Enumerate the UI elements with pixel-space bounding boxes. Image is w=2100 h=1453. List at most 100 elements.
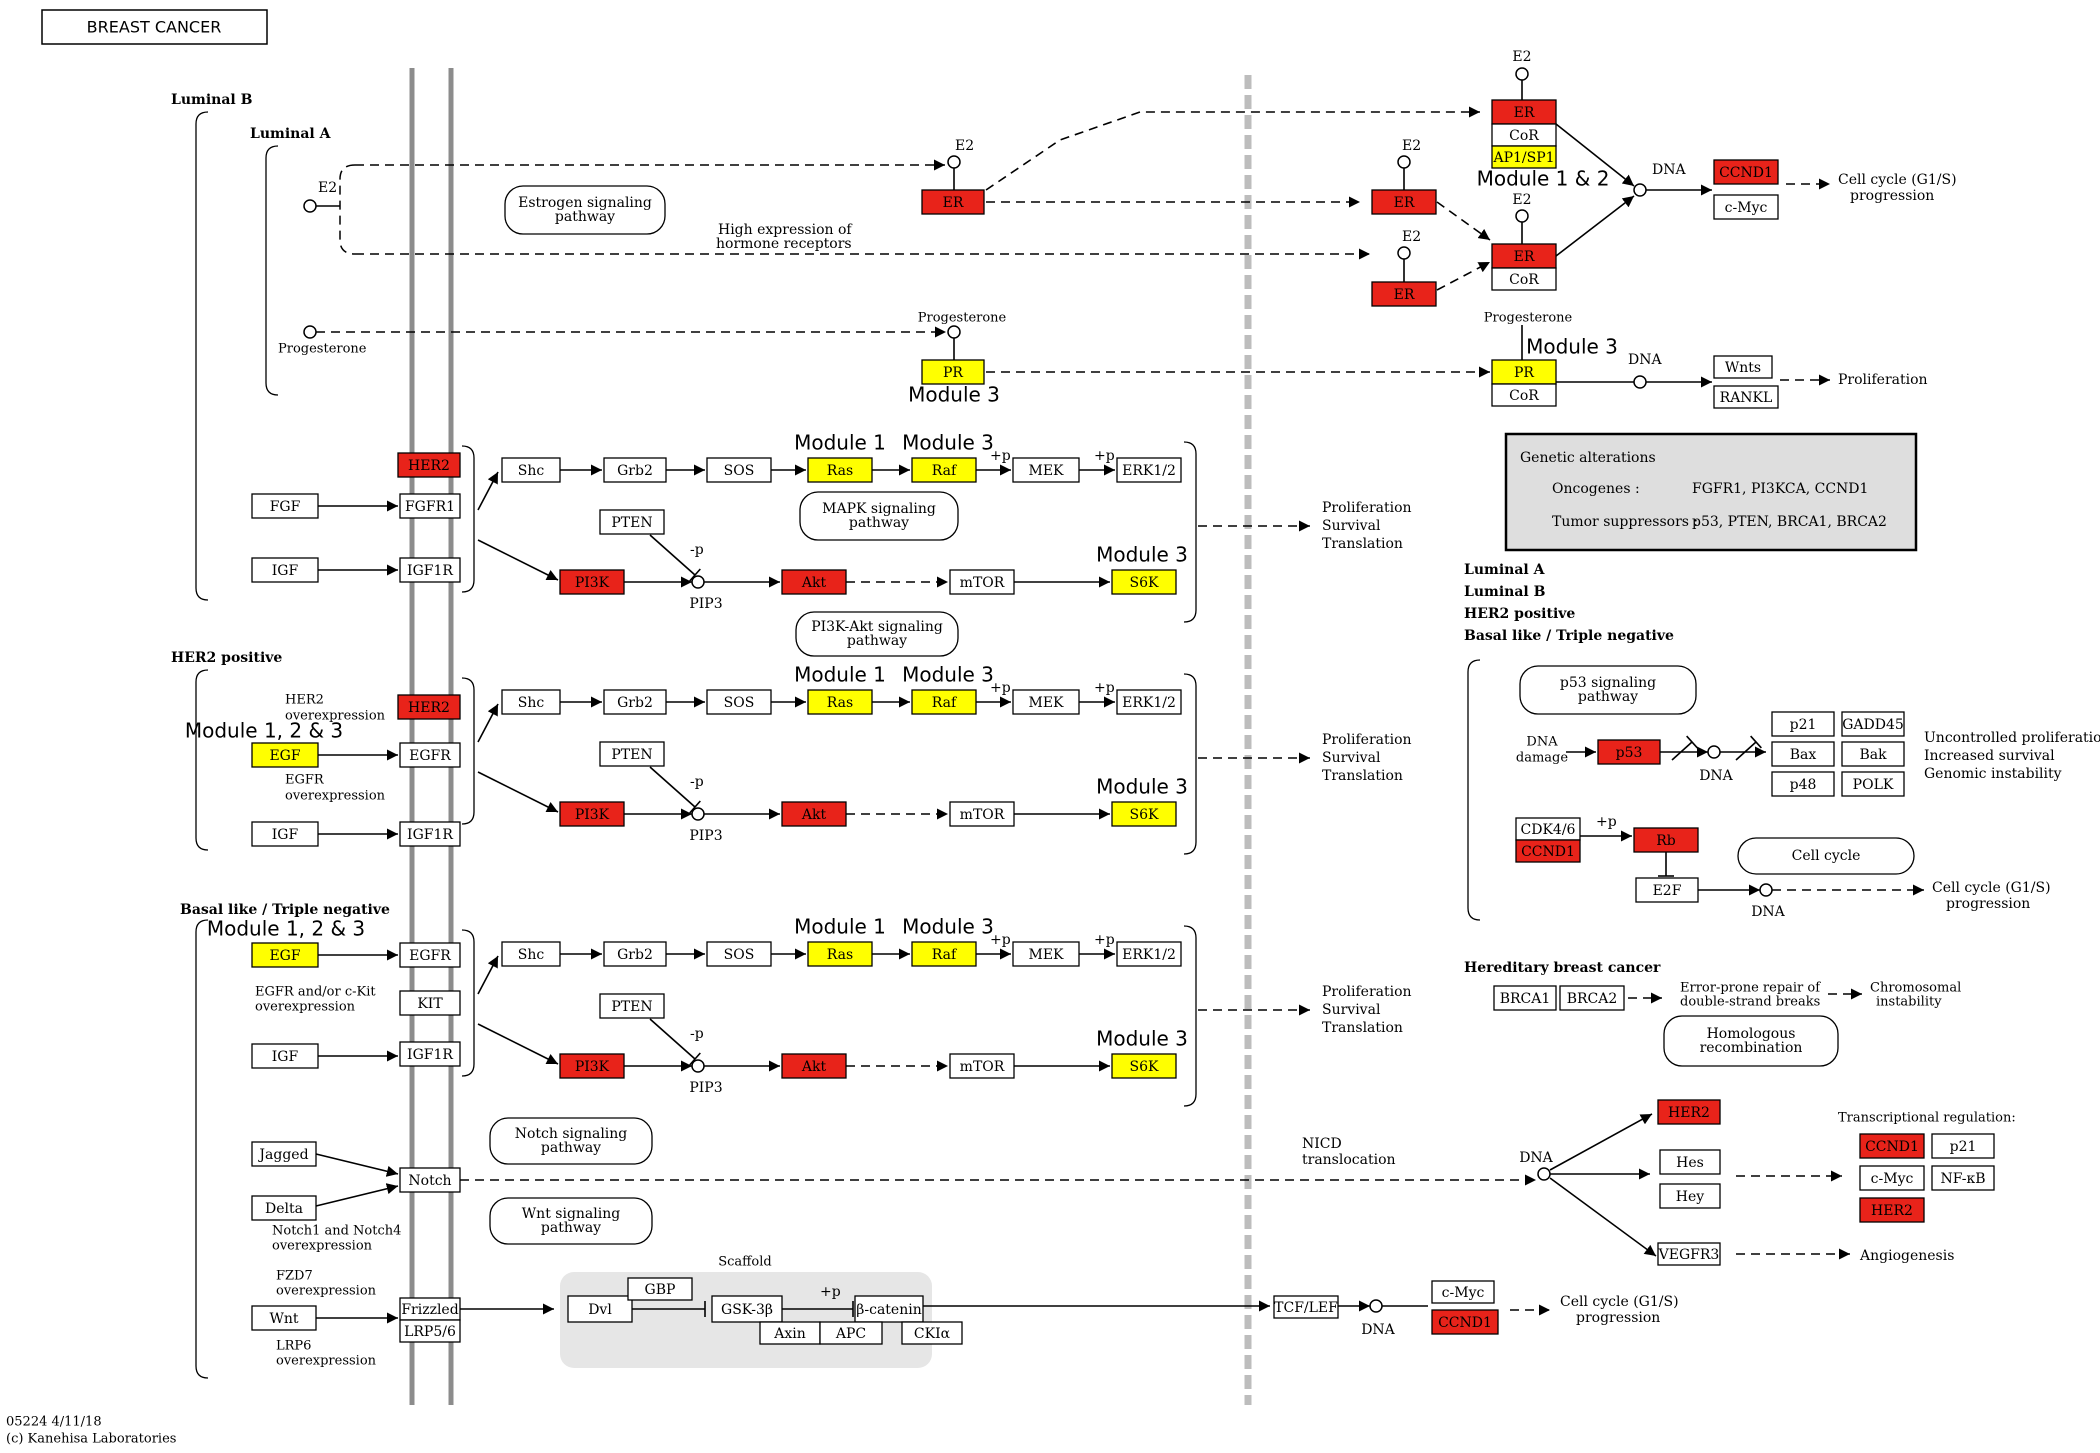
gene-e2f[interactable]: E2F — [1635, 877, 1699, 903]
gene-pi3k[interactable]: PI3K — [559, 801, 625, 827]
gene-polk[interactable]: POLK — [1841, 771, 1905, 797]
gene-p48[interactable]: p48 — [1771, 771, 1835, 797]
gene-pi3k[interactable]: PI3K — [559, 1053, 625, 1079]
gene-brca2[interactable]: BRCA2 — [1559, 985, 1625, 1011]
gene-bak[interactable]: Bak — [1841, 741, 1905, 767]
gene-ras[interactable]: Ras — [807, 941, 873, 967]
gene-mtor[interactable]: mTOR — [949, 801, 1015, 827]
gene-wnt[interactable]: Wnt — [251, 1305, 317, 1331]
gene-notch[interactable]: Notch — [399, 1167, 461, 1193]
gene-cor-bot[interactable]: CoR — [1491, 267, 1557, 291]
gene-hes[interactable]: Hes — [1659, 1149, 1721, 1175]
gene-ccnd1-rb[interactable]: CCND1 — [1515, 839, 1581, 863]
gene-igf1r-lum[interactable]: IGF1R — [399, 557, 461, 583]
gene-beta-catenin[interactable]: β-catenin — [854, 1295, 924, 1323]
gene-cor-top[interactable]: CoR — [1491, 123, 1557, 147]
gene-ap1sp1[interactable]: AP1/SP1 — [1491, 145, 1557, 169]
gene-pten[interactable]: PTEN — [599, 993, 665, 1019]
gene-ccnd1-tr[interactable]: CCND1 — [1859, 1133, 1925, 1159]
gene-tcf-lef[interactable]: TCF/LEF — [1273, 1295, 1339, 1319]
gene-er-n1[interactable]: ER — [1371, 189, 1437, 215]
gene-mtor[interactable]: mTOR — [949, 1053, 1015, 1079]
gene-akt[interactable]: Akt — [781, 569, 847, 595]
gene-apc[interactable]: APC — [819, 1321, 883, 1345]
gene-mtor[interactable]: mTOR — [949, 569, 1015, 595]
gene-cmyc-tr[interactable]: c-Myc — [1859, 1165, 1925, 1191]
gene-raf[interactable]: Raf — [911, 457, 977, 483]
gene-gsk3b[interactable]: GSK-3β — [711, 1295, 783, 1323]
gene-shc[interactable]: Shc — [501, 941, 561, 967]
gene-er-bot[interactable]: ER — [1491, 243, 1557, 269]
gene-her2-lum[interactable]: HER2 — [397, 452, 461, 478]
gene-egfr-her2[interactable]: EGFR — [399, 742, 461, 768]
gene-hey[interactable]: Hey — [1659, 1183, 1721, 1209]
gene-wnts[interactable]: Wnts — [1713, 355, 1773, 379]
gene-egf-basal[interactable]: EGF — [251, 942, 319, 968]
gene-s6k[interactable]: S6K — [1111, 1053, 1177, 1079]
gene-p21-tr[interactable]: p21 — [1931, 1133, 1995, 1159]
gene-ras[interactable]: Ras — [807, 689, 873, 715]
gene-akt[interactable]: Akt — [781, 1053, 847, 1079]
gene-fgfr1[interactable]: FGFR1 — [399, 493, 461, 519]
gene-lrp56[interactable]: LRP5/6 — [399, 1319, 461, 1343]
gene-jagged[interactable]: Jagged — [251, 1141, 317, 1167]
gene-rb[interactable]: Rb — [1633, 827, 1699, 853]
gene-pi3k[interactable]: PI3K — [559, 569, 625, 595]
gene-ras[interactable]: Ras — [807, 457, 873, 483]
gene-cmyc-wnt[interactable]: c-Myc — [1431, 1280, 1495, 1304]
gene-igf-her2[interactable]: IGF — [251, 821, 319, 847]
gene-er-top[interactable]: ER — [1491, 99, 1557, 125]
gene-igf-basal[interactable]: IGF — [251, 1043, 319, 1069]
gene-sos[interactable]: SOS — [706, 689, 772, 715]
gene-erk[interactable]: ERK1/2 — [1116, 457, 1182, 483]
gene-ccnd1-wnt[interactable]: CCND1 — [1431, 1309, 1499, 1335]
gene-cmyc-top[interactable]: c-Myc — [1713, 194, 1779, 220]
gene-pr-nuc[interactable]: PR — [1491, 359, 1557, 385]
gene-grb2[interactable]: Grb2 — [603, 941, 667, 967]
gene-pr-cyto[interactable]: PR — [921, 359, 985, 385]
gene-er-cyto[interactable]: ER — [921, 189, 985, 215]
gene-s6k[interactable]: S6K — [1111, 569, 1177, 595]
gene-p21[interactable]: p21 — [1771, 711, 1835, 737]
gene-mek[interactable]: MEK — [1012, 941, 1080, 967]
gene-brca1[interactable]: BRCA1 — [1493, 985, 1557, 1011]
gene-axin[interactable]: Axin — [759, 1321, 821, 1345]
gene-shc[interactable]: Shc — [501, 457, 561, 483]
gene-igf-lum[interactable]: IGF — [251, 557, 319, 583]
gene-igf1r-basal[interactable]: IGF1R — [399, 1041, 461, 1067]
gene-pten[interactable]: PTEN — [599, 741, 665, 767]
gene-er-n2[interactable]: ER — [1371, 281, 1437, 307]
gene-ccnd1-top[interactable]: CCND1 — [1713, 159, 1779, 185]
gene-frizzled[interactable]: Frizzled — [399, 1297, 461, 1321]
gene-grb2[interactable]: Grb2 — [603, 689, 667, 715]
gene-erk[interactable]: ERK1/2 — [1116, 689, 1182, 715]
gene-cor-pr[interactable]: CoR — [1491, 383, 1557, 407]
gene-s6k[interactable]: S6K — [1111, 801, 1177, 827]
gene-ck1a[interactable]: CKIα — [901, 1321, 963, 1345]
gene-egf-her2[interactable]: EGF — [251, 742, 319, 768]
gene-p53[interactable]: p53 — [1597, 739, 1661, 765]
gene-vegfr3[interactable]: VEGFR3 — [1657, 1242, 1721, 1266]
gene-her2-pos[interactable]: HER2 — [397, 694, 461, 720]
gene-delta[interactable]: Delta — [251, 1195, 317, 1221]
gene-her2-tr[interactable]: HER2 — [1859, 1197, 1925, 1223]
gene-bax[interactable]: Bax — [1771, 741, 1835, 767]
gene-egfr-basal[interactable]: EGFR — [399, 942, 461, 968]
gene-erk[interactable]: ERK1/2 — [1116, 941, 1182, 967]
gene-grb2[interactable]: Grb2 — [603, 457, 667, 483]
gene-mek[interactable]: MEK — [1012, 457, 1080, 483]
gene-sos[interactable]: SOS — [706, 457, 772, 483]
gene-kit[interactable]: KIT — [399, 990, 461, 1016]
gene-gbp[interactable]: GBP — [627, 1277, 693, 1301]
gene-gadd45[interactable]: GADD45 — [1841, 711, 1905, 737]
gene-nfkb[interactable]: NF-κB — [1931, 1165, 1995, 1191]
gene-rankl[interactable]: RANKL — [1713, 385, 1779, 409]
gene-dvl[interactable]: Dvl — [567, 1295, 633, 1323]
gene-akt[interactable]: Akt — [781, 801, 847, 827]
gene-her2-notch[interactable]: HER2 — [1657, 1099, 1721, 1125]
